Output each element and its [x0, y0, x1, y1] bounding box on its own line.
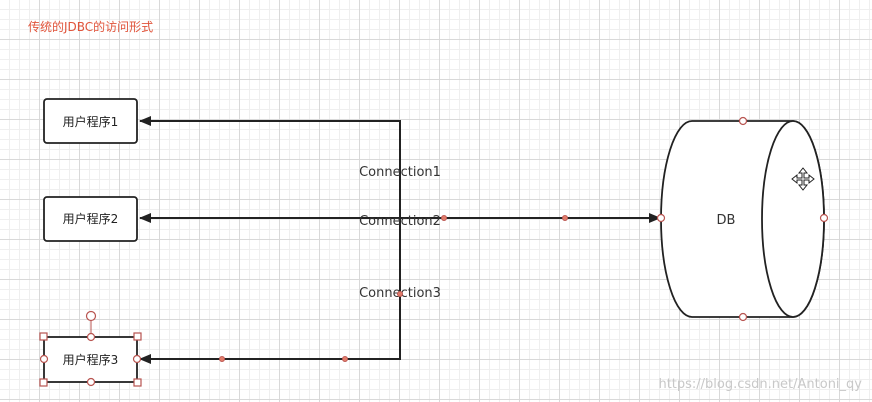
program-box-2[interactable]: 用户程序2 — [43, 196, 138, 242]
connector-3[interactable] — [139, 218, 401, 364]
program-box-1[interactable]: 用户程序1 — [43, 98, 138, 144]
rotate-handle[interactable] — [85, 310, 97, 322]
program-label-2: 用户程序2 — [63, 211, 119, 226]
diagram-title: 传统的JDBC的访问形式 — [28, 19, 153, 34]
program-box-3[interactable]: 用户程序3 — [43, 336, 138, 383]
program-label-3: 用户程序3 — [63, 352, 119, 367]
connection-label-1: Connection1 — [359, 165, 441, 180]
selection-handles[interactable] — [39, 310, 142, 387]
edge-handles[interactable] — [218, 214, 569, 362]
connector-1[interactable] — [139, 116, 401, 218]
db-cylinder[interactable]: DB — [660, 120, 825, 318]
watermark: https://blog.csdn.net/Antoni_qy — [658, 377, 862, 392]
move-icon — [791, 167, 815, 191]
program-label-1: 用户程序1 — [63, 114, 119, 129]
db-label: DB — [717, 213, 736, 228]
connection-label-2: Connection2 — [359, 214, 441, 229]
db-connection-points[interactable] — [656, 116, 829, 322]
